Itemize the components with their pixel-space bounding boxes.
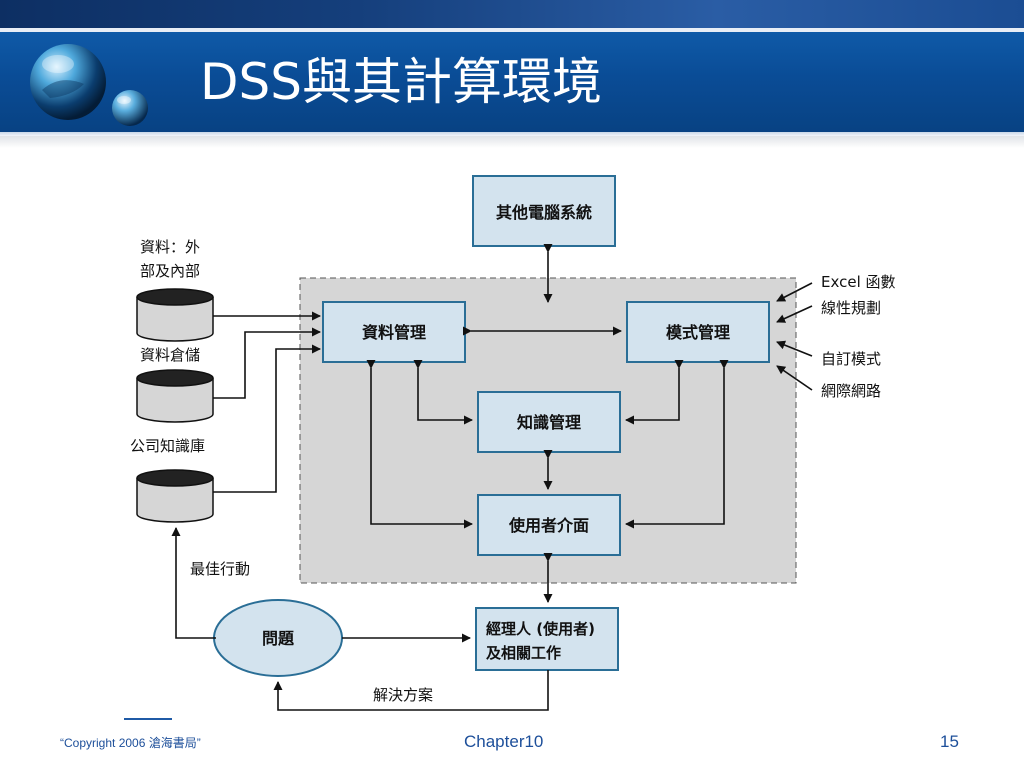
model-management-box: 模式管理 (626, 301, 770, 363)
source-external-line2: 部及內部 (140, 262, 200, 280)
problem-ellipse: 問題 (213, 599, 343, 677)
model-input-excel: Excel 函數 (821, 273, 896, 291)
manager-label-line1: 經理人 (使用者) (486, 620, 595, 638)
arrow-lp (776, 305, 813, 323)
problem-label: 問題 (262, 629, 295, 648)
arrow-solution (273, 670, 549, 711)
other-systems-label: 其他電腦系統 (496, 203, 592, 222)
arrow-data-ui (366, 360, 473, 529)
knowledge-management-box: 知識管理 (477, 391, 621, 453)
database-cylinder-knowledge (136, 469, 214, 523)
manager-box: 經理人 (使用者) 及相關工作 (475, 607, 619, 671)
title-header (0, 32, 1024, 132)
model-input-internet: 網際網路 (821, 382, 881, 400)
best-action-label: 最佳行動 (190, 560, 250, 578)
arrow-excel (776, 282, 813, 302)
header-shine (0, 132, 1024, 136)
solution-label: 解決方案 (373, 686, 433, 704)
model-input-lp: 線性規劃 (821, 299, 881, 317)
model-input-custom: 自訂模式 (821, 350, 881, 368)
source-knowledge-label: 公司知識庫 (130, 437, 205, 455)
data-management-label: 資料管理 (362, 323, 426, 342)
database-cylinder-external (136, 288, 214, 342)
user-interface-label: 使用者介面 (508, 516, 589, 535)
arrow-knowledgebase-to-data (213, 344, 321, 493)
footer-copyright: “Copyright 2006 滄海書局” (60, 736, 201, 750)
manager-label-line2: 及相關工作 (486, 644, 561, 662)
other-systems-box: 其他電腦系統 (472, 175, 616, 247)
slide-title: DSS與其計算環境 (200, 53, 602, 111)
arrow-model-ui (625, 360, 729, 529)
source-external-line1: 資料：外 (140, 238, 200, 256)
knowledge-management-label: 知識管理 (517, 413, 581, 432)
model-management-label: 模式管理 (666, 323, 730, 342)
user-interface-box: 使用者介面 (477, 494, 621, 556)
header-shadow (0, 136, 1024, 148)
arrow-internet (776, 365, 813, 391)
arrow-best-action (171, 527, 216, 639)
source-warehouse-label: 資料倉儲 (140, 346, 200, 364)
data-management-box: 資料管理 (322, 301, 466, 363)
sphere-logo-icon (30, 44, 148, 126)
top-banner-line (0, 28, 1024, 32)
footer-chapter: Chapter10 (464, 732, 544, 751)
top-banner (0, 0, 1024, 28)
arrow-warehouse-to-data (213, 327, 321, 399)
footer-accent-line (124, 718, 172, 720)
arrow-custom (776, 340, 813, 357)
database-cylinder-warehouse (136, 369, 214, 423)
footer-page-number: 15 (940, 732, 959, 751)
